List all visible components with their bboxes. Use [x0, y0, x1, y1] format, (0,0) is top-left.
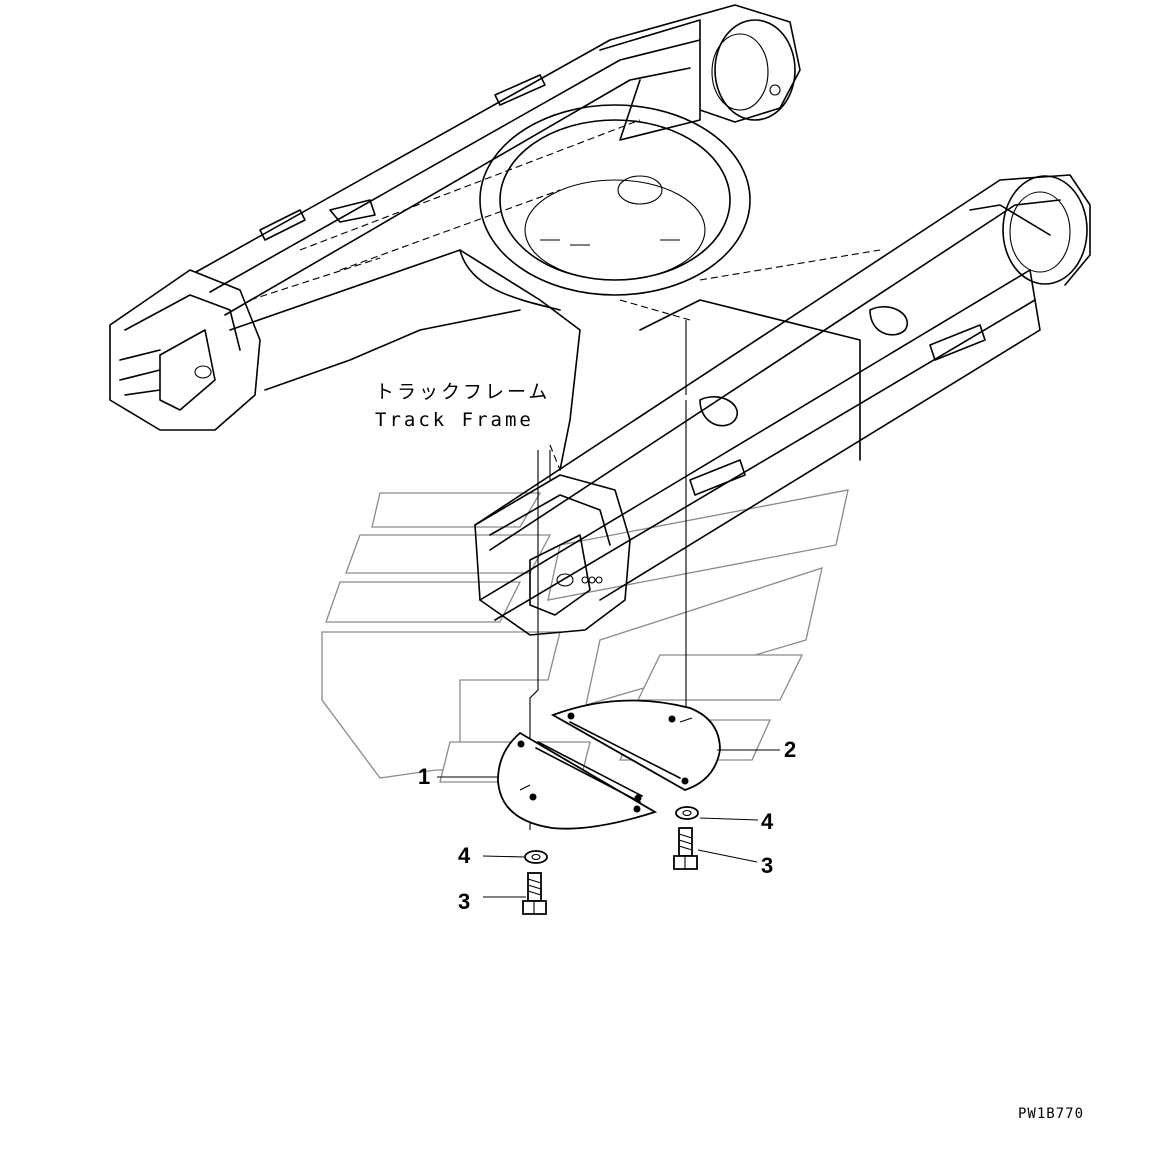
- callout-washer-left: 4: [458, 843, 471, 868]
- washer-left: [524, 850, 548, 864]
- watermark-logo: [321, 489, 849, 783]
- cover-plate-right: [550, 699, 721, 791]
- bolt-right: [673, 827, 698, 870]
- track-frame: [109, 4, 1091, 636]
- leader-lines: [437, 749, 780, 898]
- track-frame-label: トラックフレーム Track Frame: [375, 380, 550, 432]
- callout-bolt-right: 3: [761, 853, 774, 878]
- callout-bolt-left: 3: [458, 889, 471, 914]
- track-frame-label-japanese: トラックフレーム: [375, 381, 551, 403]
- callout-plate-right: 2: [784, 737, 797, 762]
- drawing-code: PW1B770: [1018, 1106, 1085, 1122]
- callout-washer-right: 4: [761, 809, 774, 834]
- bolt-left: [522, 872, 547, 915]
- cover-plate-left: [497, 731, 658, 830]
- washer-right: [675, 806, 699, 820]
- track-frame-label-english: Track Frame: [375, 409, 534, 431]
- callout-plate-left: 1: [418, 764, 431, 789]
